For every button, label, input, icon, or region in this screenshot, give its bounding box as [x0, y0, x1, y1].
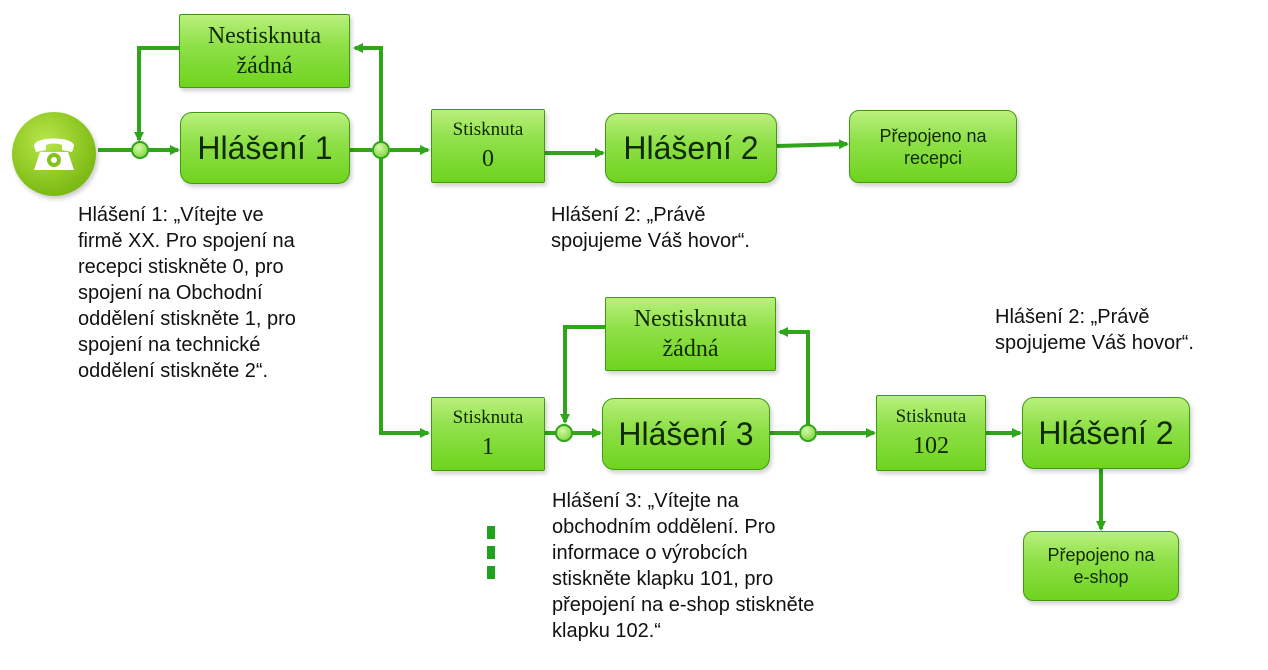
- box-label: Stisknuta: [452, 119, 524, 140]
- stisknuta-1-box: Stisknuta 1: [431, 397, 545, 471]
- box-label: Stisknuta: [895, 406, 967, 427]
- box-label: žádná: [662, 336, 719, 362]
- hlaseni-1-box: Hlášení 1: [180, 112, 350, 184]
- note-line: Hlášení 3: „Vítejte na: [552, 490, 739, 512]
- junction-node: [555, 424, 573, 442]
- junction-node: [131, 141, 149, 159]
- note-line: oddělení stiskněte 2“.: [78, 360, 269, 382]
- box-label: Hlášení 2: [1038, 414, 1174, 451]
- box-label: Nestisknuta: [633, 306, 748, 332]
- vertical-dots-icon: [487, 526, 495, 586]
- hlaseni-2-description-top: Hlášení 2: „Právě spojujeme Váš hovor“.: [551, 202, 851, 254]
- note-line: přepojení na e-shop stiskněte: [552, 594, 815, 616]
- hlaseni-3-box: Hlášení 3: [602, 398, 770, 470]
- box-label: Nestisknuta: [207, 23, 322, 49]
- loop-nestisknuta-2-to-junction: [560, 325, 605, 424]
- hlaseni-2-box-bottom: Hlášení 2: [1022, 397, 1190, 469]
- note-line: spojujeme Váš hovor“.: [551, 230, 750, 252]
- box-label: Hlášení 2: [623, 129, 759, 166]
- box-label: Hlášení 3: [618, 415, 754, 452]
- nestisknuta-zadna-box-2: Nestisknuta žádná: [605, 297, 776, 371]
- nestisknuta-zadna-box-1: Nestisknuta žádná: [179, 14, 350, 88]
- box-label: Hlášení 1: [197, 129, 333, 166]
- hlaseni-2-description-right: Hlášení 2: „Právě spojujeme Váš hovor“.: [995, 304, 1265, 356]
- prepojeno-recepci-box: Přepojeno na recepci: [849, 110, 1017, 183]
- box-label: 0: [482, 146, 494, 172]
- note-line: recepci stiskněte 0, pro: [78, 256, 284, 278]
- telephone-icon: [12, 112, 96, 196]
- hlaseni-3-description: Hlášení 3: „Vítejte na obchodním oddělen…: [552, 488, 892, 644]
- note-line: spojení na Obchodní: [78, 282, 263, 304]
- box-label: 102: [913, 433, 949, 459]
- arrow-hlaseni-2-to-recepci: [776, 139, 849, 150]
- stisknuta-0-box: Stisknuta 0: [431, 109, 545, 183]
- hlaseni-2-box-top: Hlášení 2: [605, 113, 777, 183]
- prepojeno-eshop-box: Přepojeno na e-shop: [1023, 531, 1179, 601]
- junction-node: [799, 424, 817, 442]
- stisknuta-102-box: Stisknuta 102: [876, 395, 986, 471]
- note-line: Hlášení 1: „Vítejte ve: [78, 204, 264, 226]
- note-line: Hlášení 2: „Právě: [995, 306, 1150, 328]
- hlaseni-1-description: Hlášení 1: „Vítejte ve firmě XX. Pro spo…: [78, 202, 365, 384]
- box-label: Přepojeno na: [1047, 545, 1155, 565]
- note-line: spojení na technické: [78, 334, 261, 356]
- box-label: Stisknuta: [452, 407, 524, 428]
- arrow-split-to-nestisknuta-1: [353, 43, 383, 142]
- box-label: Přepojeno na: [879, 125, 987, 146]
- box-label: žádná: [236, 53, 293, 79]
- box-label: 1: [482, 434, 494, 460]
- note-line: obchodním oddělení. Pro: [552, 516, 776, 538]
- note-line: stiskněte klapku 101, pro: [552, 568, 774, 590]
- loop-nestisknuta-1-to-junction: [134, 46, 179, 142]
- note-line: spojujeme Váš hovor“.: [995, 332, 1194, 354]
- note-line: informace o výrobcích: [552, 542, 748, 564]
- arrow-split-to-stisknuta-1: [379, 158, 430, 438]
- junction-node: [372, 141, 390, 159]
- note-line: Hlášení 2: „Právě: [551, 204, 706, 226]
- arrow-split-to-nestisknuta-2: [778, 327, 810, 425]
- note-line: oddělení stiskněte 1, pro: [78, 308, 296, 330]
- box-label: recepci: [903, 147, 963, 168]
- note-line: firmě XX. Pro spojení na: [78, 230, 295, 252]
- box-label: e-shop: [1073, 567, 1129, 587]
- note-line: klapku 102.“: [552, 620, 661, 642]
